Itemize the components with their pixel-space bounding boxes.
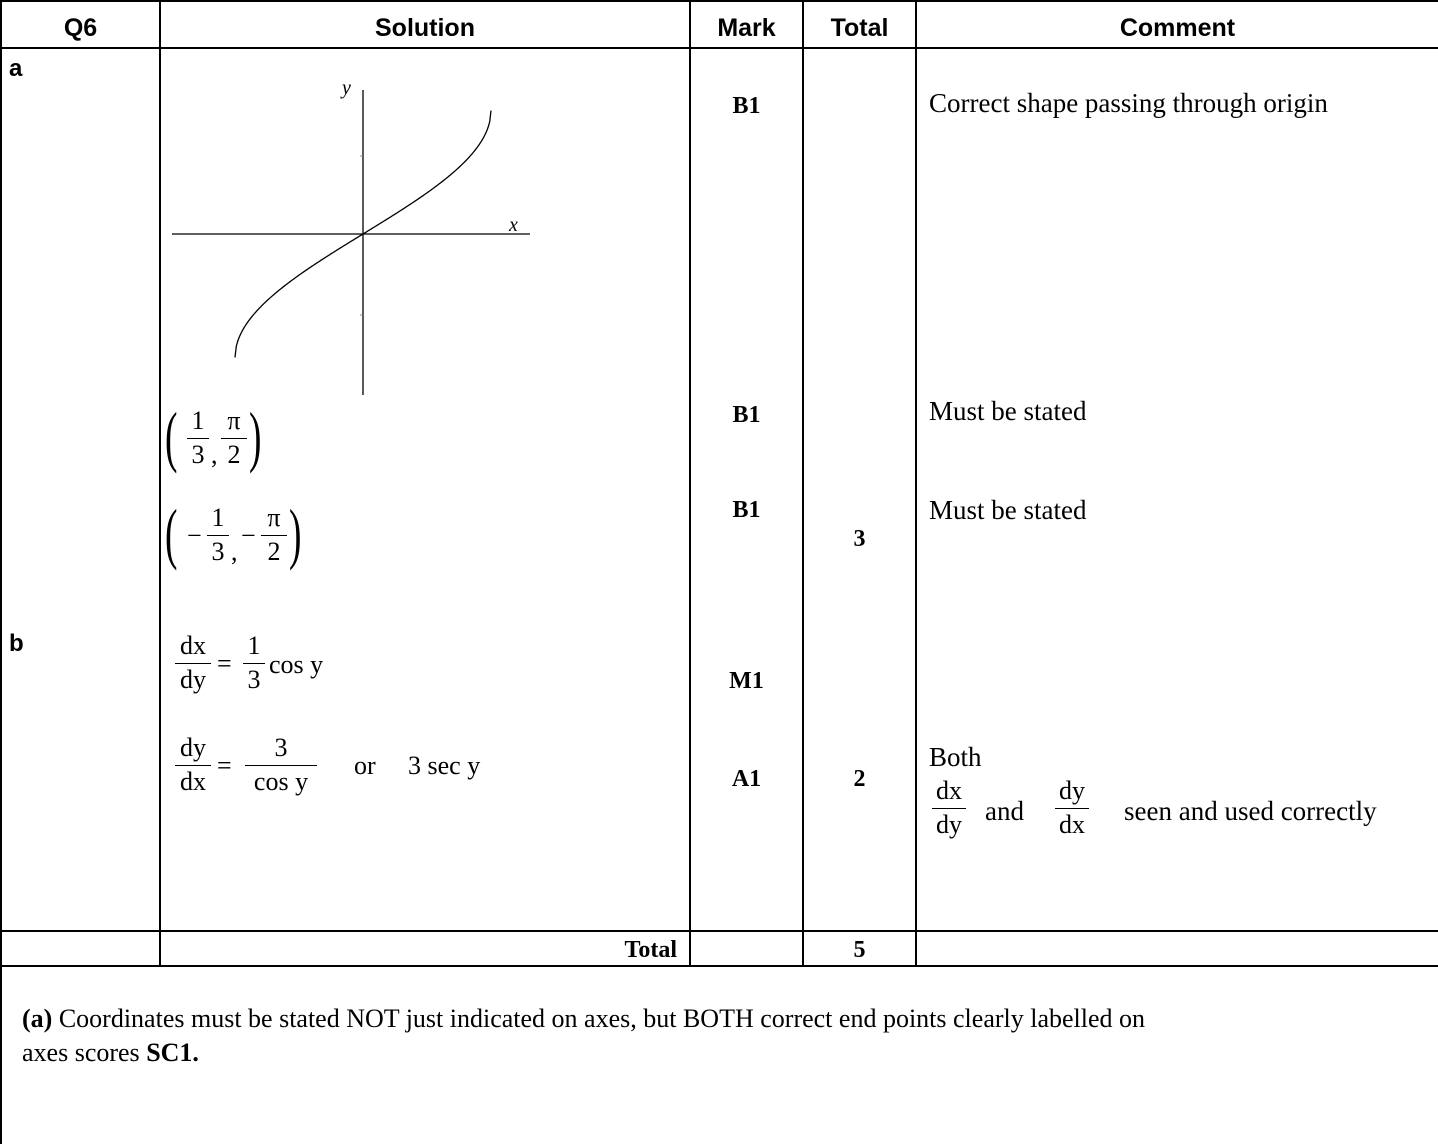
fraction-bar bbox=[932, 808, 966, 809]
paren-open: ( bbox=[165, 495, 178, 571]
comment-b-both: Both bbox=[929, 742, 982, 772]
point1-y-den: 2 bbox=[227, 440, 241, 469]
point2-y-den: 2 bbox=[267, 537, 281, 566]
table-border-left bbox=[0, 0, 2, 1144]
mark-a-3: B1 bbox=[732, 497, 761, 523]
col-divider-mark bbox=[689, 0, 691, 967]
header-total: Total bbox=[830, 14, 889, 42]
note-line2: axes scores SC1. bbox=[22, 1036, 1422, 1070]
col-divider-solution bbox=[159, 0, 161, 967]
header-q: Q6 bbox=[63, 14, 98, 42]
point2-x-num: 1 bbox=[211, 503, 225, 532]
total-b: 2 bbox=[853, 766, 866, 792]
comment-a-3: Must be stated bbox=[929, 495, 1087, 525]
comment-frac2-den: dx bbox=[1059, 810, 1085, 839]
mark-b-2: A1 bbox=[731, 766, 762, 792]
comment-tail: seen and used correctly bbox=[1124, 796, 1377, 826]
part-b-line1: dx dy = 1 3 cos y bbox=[175, 633, 475, 713]
fraction-bar bbox=[175, 663, 211, 664]
total-a: 3 bbox=[853, 526, 866, 552]
header-solution: Solution bbox=[375, 14, 475, 42]
fraction-bar bbox=[175, 765, 211, 766]
y-axis-label: y bbox=[340, 77, 351, 99]
b2-lhs-den: dx bbox=[180, 767, 206, 796]
b1-rhs-den: 3 bbox=[247, 665, 261, 694]
table-border-top bbox=[0, 0, 1438, 2]
note-text1: Coordinates must be stated NOT just indi… bbox=[52, 1004, 1146, 1033]
part-label-a: a bbox=[9, 55, 23, 82]
point1-y-num: π bbox=[227, 406, 241, 435]
paren-open: ( bbox=[165, 398, 178, 474]
fraction-bar bbox=[261, 535, 287, 536]
x-axis-label: x bbox=[508, 214, 518, 236]
comment-b-detail: dx dy and dy dx seen and used correctly bbox=[932, 778, 1438, 858]
b1-equals: = bbox=[217, 649, 232, 678]
comment-a-1: Correct shape passing through origin bbox=[929, 88, 1328, 118]
arcsin-curve bbox=[234, 110, 492, 358]
mark-b-1: M1 bbox=[729, 668, 764, 694]
comment-frac2-num: dy bbox=[1059, 776, 1085, 805]
col-divider-comment bbox=[915, 0, 917, 967]
fraction-bar bbox=[243, 663, 265, 664]
fraction-bar bbox=[221, 438, 247, 439]
b1-lhs-den: dy bbox=[180, 665, 206, 694]
b2-alt: 3 sec y bbox=[408, 751, 481, 780]
b1-lhs-num: dx bbox=[180, 631, 206, 660]
fraction-bar bbox=[207, 535, 229, 536]
total-row-bottom bbox=[0, 965, 1438, 967]
header-divider bbox=[0, 47, 1438, 49]
part-label-b: b bbox=[9, 630, 24, 657]
point2: ( − 1 3 , − π 2 ) bbox=[165, 497, 325, 582]
point2-x-den: 3 bbox=[211, 537, 225, 566]
point2-y-sign: − bbox=[241, 521, 256, 550]
b1-rhs-tail: cos y bbox=[269, 650, 324, 679]
col-divider-total bbox=[802, 0, 804, 967]
b2-equals: = bbox=[217, 751, 232, 780]
b2-rhs-den: cos y bbox=[253, 767, 309, 796]
mark-a-1: B1 bbox=[732, 93, 761, 119]
point1: ( 1 3 , π 2 ) bbox=[165, 400, 285, 485]
total-row-label: Total bbox=[624, 937, 677, 963]
note-text2: axes scores bbox=[22, 1038, 147, 1067]
comment-frac1-den: dy bbox=[936, 810, 962, 839]
mark-a-2: B1 bbox=[732, 402, 761, 428]
point2-separator: , bbox=[231, 537, 238, 566]
header-comment: Comment bbox=[1119, 14, 1236, 42]
fraction-bar bbox=[187, 438, 209, 439]
total-row-value: 5 bbox=[853, 937, 866, 963]
b1-rhs-num: 1 bbox=[247, 631, 261, 660]
note-sc: SC1. bbox=[146, 1038, 199, 1067]
point1-separator: , bbox=[211, 440, 218, 469]
fraction-bar bbox=[1055, 808, 1089, 809]
comment-a-2: Must be stated bbox=[929, 396, 1087, 426]
note-paragraph: (a) Coordinates must be stated NOT just … bbox=[22, 1002, 1422, 1070]
part-b-line2: dy dx = 3 cos y or 3 sec y bbox=[175, 735, 515, 815]
fraction-bar bbox=[245, 765, 317, 766]
b2-rhs-num: 3 bbox=[274, 733, 288, 762]
point1-x-num: 1 bbox=[191, 406, 205, 435]
total-row-top bbox=[0, 930, 1438, 932]
paren-close: ) bbox=[289, 495, 302, 571]
header-mark: Mark bbox=[717, 14, 776, 42]
note-prefix: (a) bbox=[22, 1004, 53, 1033]
note-line1: (a) Coordinates must be stated NOT just … bbox=[22, 1002, 1422, 1036]
point2-y-num: π bbox=[267, 503, 281, 532]
b2-or: or bbox=[354, 751, 376, 780]
point1-x-den: 3 bbox=[191, 440, 205, 469]
point2-x-sign: − bbox=[187, 521, 202, 550]
comment-frac1-num: dx bbox=[936, 776, 962, 805]
b2-lhs-num: dy bbox=[180, 733, 206, 762]
paren-close: ) bbox=[249, 398, 262, 474]
arcsin-graph: y x bbox=[172, 77, 530, 395]
comment-and: and bbox=[985, 796, 1024, 826]
